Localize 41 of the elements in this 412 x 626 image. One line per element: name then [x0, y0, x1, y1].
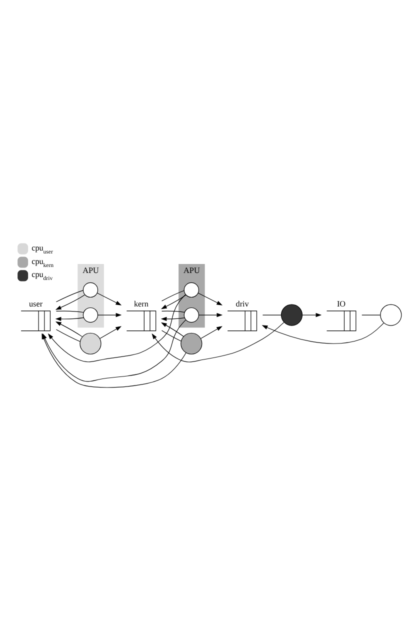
node-circle: [380, 304, 402, 326]
node-label: driv: [236, 299, 249, 308]
arrow: [55, 294, 86, 310]
node-circle: [280, 304, 303, 326]
legend-label: cpu$_{user}$: [32, 243, 53, 256]
node-circle: [80, 332, 102, 354]
arrow: [100, 326, 122, 339]
arrow: [262, 322, 384, 344]
connector: [56, 290, 84, 302]
cluster: APU: [78, 264, 104, 328]
node-circle: [82, 282, 98, 298]
node-label: user: [28, 299, 43, 308]
arrow: [200, 326, 222, 339]
connector: [161, 310, 185, 313]
connector: [161, 290, 184, 302]
arrow: [55, 316, 84, 322]
legend-label: cpu$_{kern}$: [32, 256, 54, 269]
arrow: [152, 322, 284, 362]
connector: [362, 314, 381, 316]
arrow: [198, 313, 223, 318]
node-circle: [82, 307, 98, 323]
arrow: [161, 322, 184, 337]
connector: [161, 330, 182, 342]
node-label: kern: [134, 299, 148, 308]
arrow: [160, 294, 186, 310]
connector: [56, 310, 84, 313]
legend-label: cpu$_{driv}$: [32, 270, 53, 282]
node-circle: [184, 307, 199, 323]
arrow: [160, 316, 185, 322]
node-circle: [184, 282, 199, 298]
arrow: [98, 313, 122, 318]
connector: [56, 329, 80, 342]
arrow: [96, 292, 122, 306]
connector: [262, 314, 282, 316]
arrow: [302, 313, 322, 318]
arrow: [198, 292, 223, 306]
node-label: IO: [336, 299, 346, 308]
arrow: [55, 321, 83, 337]
cluster: APU: [178, 264, 205, 328]
arrow: [48, 294, 186, 362]
node-circle: [180, 332, 202, 354]
